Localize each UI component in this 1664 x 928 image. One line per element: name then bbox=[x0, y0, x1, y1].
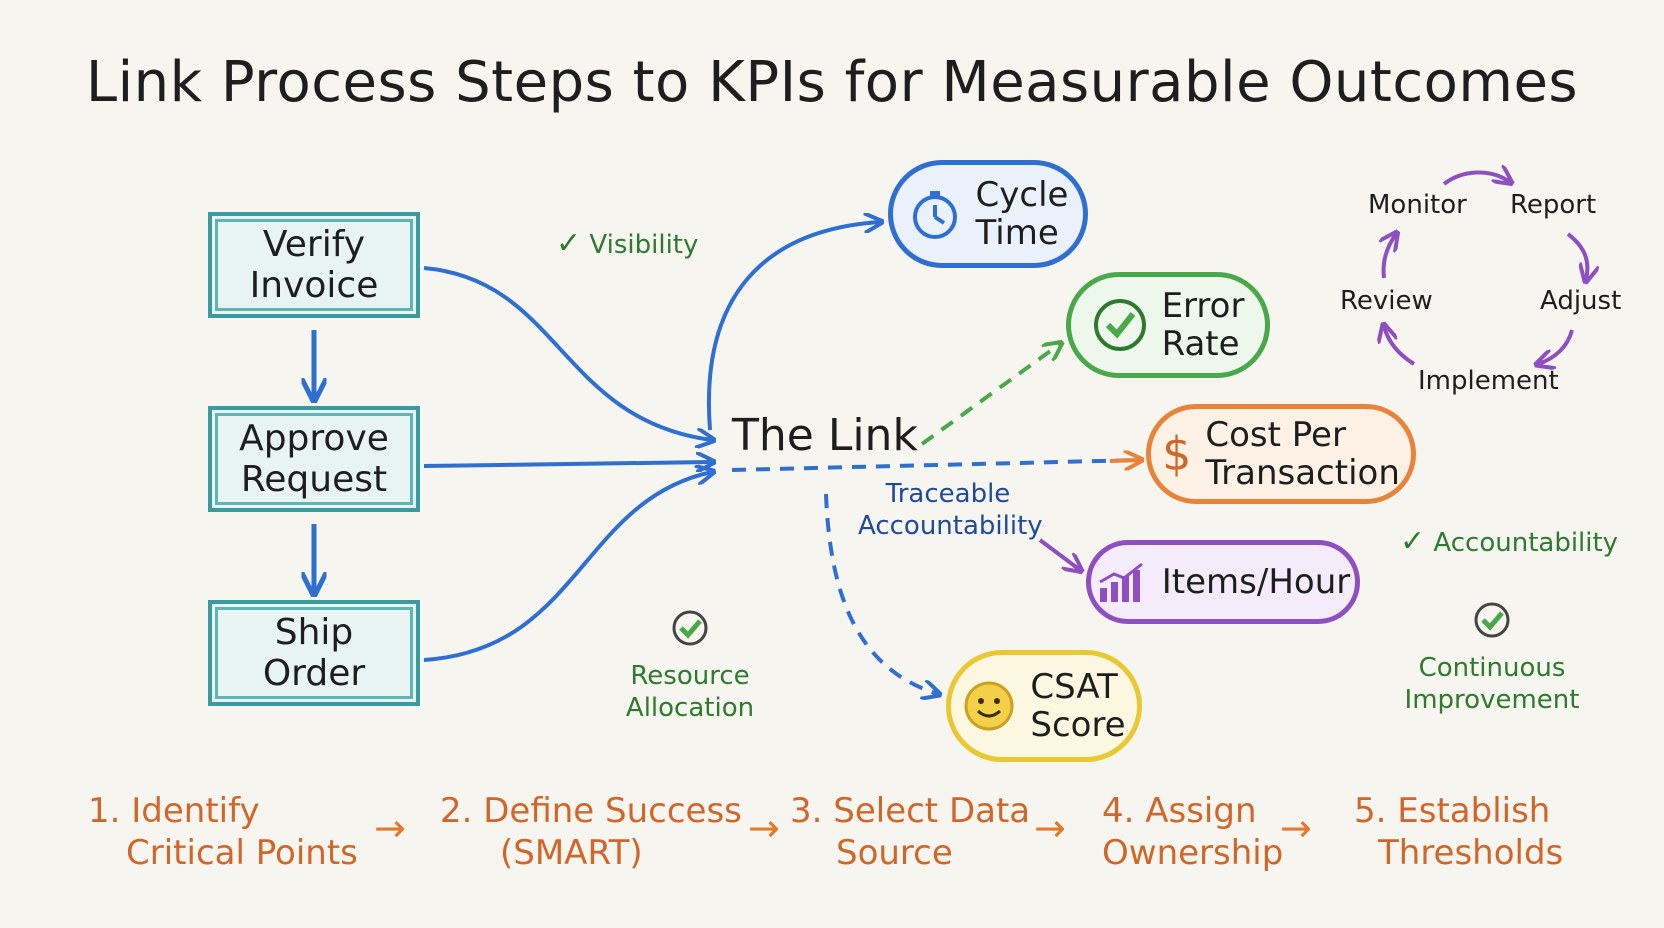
check-icon: ✓ bbox=[556, 226, 582, 261]
note-line1: Traceable bbox=[885, 479, 1011, 509]
kpi-label-line2: Time bbox=[975, 213, 1059, 253]
step-assign-ownership: 4. Assign Ownership bbox=[1102, 790, 1283, 874]
step-establish-thresholds: 5. Establish Thresholds bbox=[1354, 790, 1563, 874]
step-line1: 2. Define Success bbox=[440, 791, 742, 831]
step-line2: Ownership bbox=[1102, 833, 1284, 873]
process-label-line2: Invoice bbox=[249, 265, 379, 306]
step-arrow-icon: → bbox=[374, 806, 406, 850]
kpi-label-line1: Items/Hour bbox=[1161, 562, 1351, 602]
kpi-label-line2: Score bbox=[1030, 705, 1126, 745]
step-line2: Source bbox=[836, 833, 953, 873]
check-circle-icon bbox=[624, 608, 756, 656]
arrow-approve-to-link bbox=[423, 462, 712, 466]
step-line1: 4. Assign bbox=[1102, 791, 1257, 831]
smiley-icon bbox=[962, 679, 1016, 733]
kpi-label-line1: Cycle bbox=[975, 175, 1069, 215]
cycle-arrow-monitor-report bbox=[1442, 172, 1510, 184]
process-label-line2: Request bbox=[240, 459, 388, 500]
step-select-data: 3. Select Data Source bbox=[790, 790, 1030, 874]
kpi-label-line1: CSAT bbox=[1030, 667, 1118, 707]
step-arrow-icon: → bbox=[748, 806, 780, 850]
step-line2: (SMART) bbox=[500, 833, 643, 873]
check-circle-icon bbox=[1402, 600, 1582, 648]
process-label-line1: Ship bbox=[274, 612, 354, 653]
arrow-link-to-cycle-time bbox=[707, 222, 880, 431]
arrow-link-to-csat bbox=[824, 493, 938, 694]
note-accountability-label: Accountability bbox=[1433, 528, 1619, 558]
note-resource-allocation: Resource Allocation bbox=[624, 608, 756, 724]
note-accountability: ✓ Accountability bbox=[1400, 526, 1618, 559]
note-line2: Accountability bbox=[858, 511, 1043, 541]
cycle-label-implement: Implement bbox=[1418, 366, 1559, 396]
kpi-label-line2: Rate bbox=[1161, 324, 1240, 364]
arrow-ship-to-link bbox=[423, 472, 712, 662]
cycle-arrow-implement-review bbox=[1384, 326, 1416, 366]
cycle-arrow-review-monitor bbox=[1384, 234, 1397, 279]
bar-chart-icon bbox=[1096, 560, 1148, 604]
arrow-link-to-cost-head bbox=[1109, 460, 1140, 461]
check-icon: ✓ bbox=[1400, 524, 1426, 559]
arrow-link-to-items bbox=[1038, 538, 1080, 570]
cycle-label-adjust: Adjust bbox=[1540, 286, 1622, 316]
cycle-label-review: Review bbox=[1340, 286, 1433, 316]
cycle-arrow-report-adjust bbox=[1566, 232, 1587, 280]
step-define-success: 2. Define Success (SMART) bbox=[440, 790, 742, 874]
kpi-label-line2: Transaction bbox=[1205, 453, 1400, 493]
note-traceable-accountability: Traceable Accountability bbox=[858, 478, 1043, 542]
note-line2: Improvement bbox=[1404, 685, 1580, 715]
step-identify: 1. Identify Critical Points bbox=[88, 790, 358, 874]
step-line1: 1. Identify bbox=[88, 791, 260, 831]
note-line2: Allocation bbox=[625, 693, 755, 723]
step-line1: 5. Establish bbox=[1354, 791, 1551, 831]
step-line2: Critical Points bbox=[126, 833, 358, 873]
dollar-icon: $ bbox=[1162, 427, 1192, 481]
note-line1: Continuous bbox=[1418, 653, 1566, 683]
process-label-line1: Approve bbox=[239, 418, 389, 459]
note-continuous-improvement: Continuous Improvement bbox=[1402, 600, 1582, 716]
cycle-label-report: Report bbox=[1510, 190, 1597, 220]
step-arrow-icon: → bbox=[1034, 806, 1066, 850]
step-arrow-icon: → bbox=[1280, 806, 1312, 850]
arrow-link-to-error-rate bbox=[920, 344, 1060, 446]
process-label-line2: Order bbox=[262, 653, 366, 694]
note-visibility-label: Visibility bbox=[589, 230, 699, 260]
cycle-arrow-adjust-implement bbox=[1538, 329, 1574, 364]
process-label-line1: Verify bbox=[262, 224, 366, 265]
note-line1: Resource bbox=[630, 661, 750, 691]
arrow-verify-to-link bbox=[423, 266, 712, 440]
kpi-label-line1: Cost Per bbox=[1205, 415, 1346, 455]
page-title: Link Process Steps to KPIs for Measurabl… bbox=[85, 50, 1579, 115]
center-link-label: The Link bbox=[732, 410, 918, 461]
checkmark-circle-icon bbox=[1092, 297, 1148, 353]
kpi-items-per-hour: Items/Hour bbox=[1086, 540, 1360, 624]
note-visibility: ✓ Visibility bbox=[556, 228, 698, 261]
kpi-label-line1: Error bbox=[1161, 286, 1245, 326]
cycle-label-monitor: Monitor bbox=[1368, 190, 1467, 220]
arrow-link-to-cost bbox=[731, 458, 1141, 472]
step-line2: Thresholds bbox=[1378, 833, 1564, 873]
step-line1: 3. Select Data bbox=[790, 791, 1031, 831]
stopwatch-icon bbox=[908, 187, 962, 241]
